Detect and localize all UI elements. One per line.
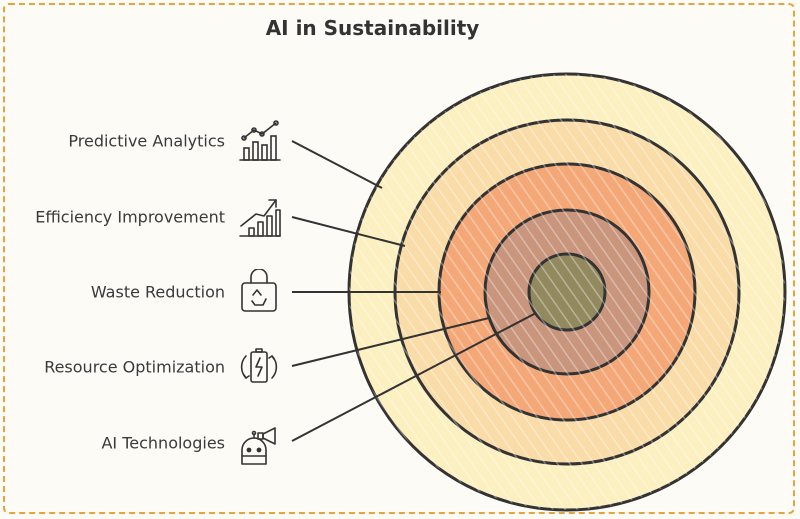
connector-line-1 (291, 140, 383, 189)
layer-label-predictive-analytics: Predictive Analytics (68, 131, 225, 151)
recycle-bag-icon (241, 269, 277, 312)
connector-line-5 (291, 312, 537, 442)
connector-line-2 (291, 216, 406, 247)
connector-line-4 (291, 317, 490, 367)
layer-label-ai-technologies: AI Technologies (101, 433, 225, 453)
bar-trend-up-icon (239, 199, 281, 237)
battery-cycle-icon (240, 348, 278, 383)
robot-megaphone-icon (241, 427, 276, 465)
chart-growth-icon (239, 120, 281, 161)
dashed-frame (3, 3, 795, 514)
layer-label-efficiency-improvement: Efficiency Improvement (35, 207, 225, 227)
layer-label-resource-optimization: Resource Optimization (44, 357, 225, 377)
diagram-title: AI in Sustainability (265, 16, 480, 40)
layer-label-waste-reduction: Waste Reduction (90, 282, 225, 302)
